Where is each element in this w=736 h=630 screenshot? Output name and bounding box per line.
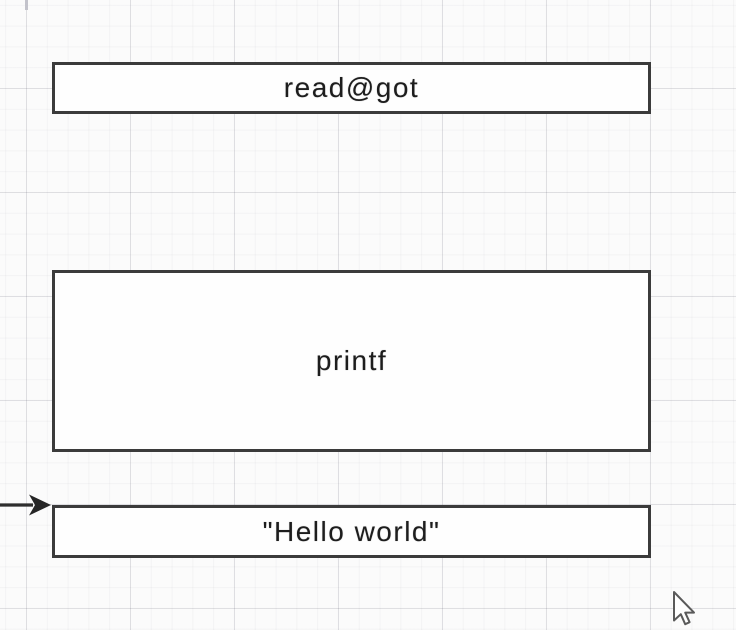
- node-read-got-label: read@got: [283, 72, 420, 103]
- arrow-connector[interactable]: [0, 491, 53, 519]
- clipped-line-segment: [25, 0, 28, 10]
- node-hello-world-label: "Hello world": [262, 515, 441, 547]
- node-read-got[interactable]: read@got: [52, 62, 651, 114]
- arrowhead-icon: [29, 494, 51, 516]
- mouse-cursor-icon: [673, 591, 695, 626]
- node-printf-label: printf: [315, 345, 388, 376]
- node-hello-world[interactable]: "Hello world": [52, 505, 651, 558]
- node-printf[interactable]: printf: [52, 270, 651, 452]
